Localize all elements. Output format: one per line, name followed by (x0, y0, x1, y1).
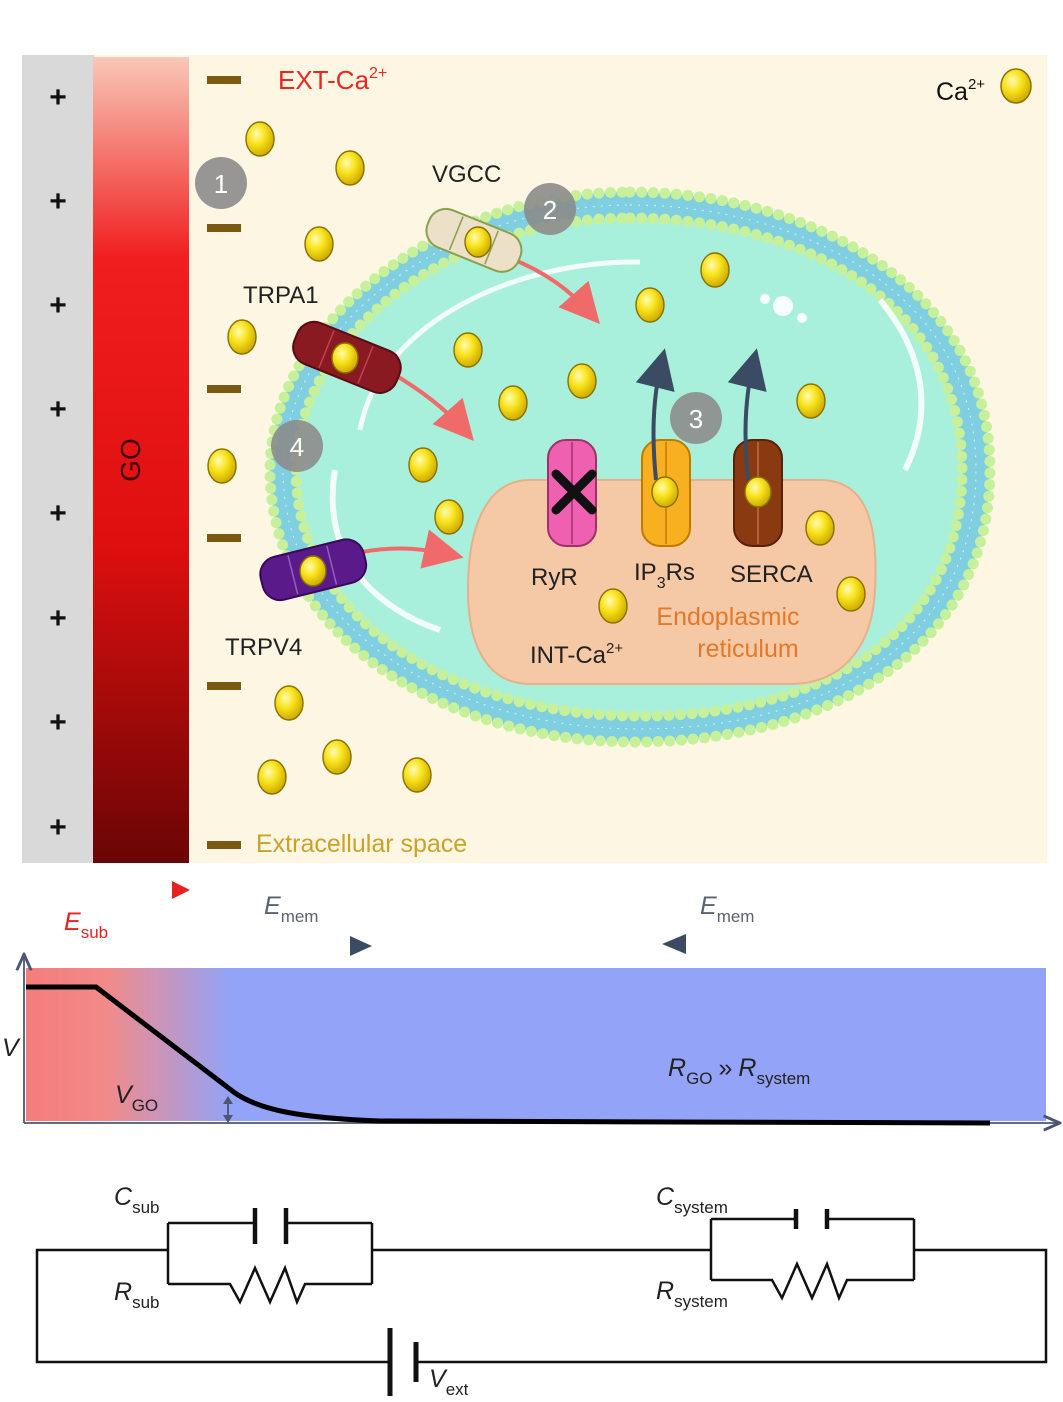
circuit-wire-left (35, 1248, 390, 1364)
ca-ion (331, 342, 359, 374)
ca-ion (274, 685, 304, 721)
y-axis-label: V (2, 1034, 21, 1062)
vgcc-label: VGCC (432, 161, 501, 188)
r-sub-label: Rsub (114, 1278, 159, 1312)
serca-release-arrow (727, 348, 767, 481)
step-3-circle (670, 392, 722, 444)
ca-ion (796, 383, 826, 419)
plus-sign: + (49, 185, 67, 218)
ca-ion (408, 447, 438, 483)
go-label: GO (115, 438, 146, 482)
legend-ca-label: Ca2+ (936, 76, 985, 106)
minus-sign (207, 534, 241, 542)
ip3r-release-arrow (635, 348, 675, 481)
ca-ion (635, 287, 665, 323)
ca-ion (598, 588, 628, 624)
ca-ion (805, 510, 835, 546)
system-resistor (711, 1260, 914, 1302)
plus-sign: + (49, 811, 67, 844)
ca-ions (207, 121, 866, 795)
minus-sign (207, 682, 241, 690)
equivalent-circuit (35, 1217, 1048, 1364)
potential-curve (26, 984, 991, 1126)
step-4-label: 4 (290, 432, 304, 462)
vgcc-influx-arrow (509, 256, 600, 325)
minus-sign (207, 841, 241, 849)
ca-ion (402, 757, 432, 793)
circuit-wire-right (416, 1248, 1048, 1364)
plus-sign: + (49, 602, 67, 635)
minus-sign (207, 76, 241, 84)
ca-ion (567, 363, 597, 399)
ca-ion (304, 226, 334, 262)
plus-sign: + (49, 497, 67, 530)
ryr-label: RyR (531, 564, 578, 591)
ca-ion (207, 448, 237, 484)
legend-ca-ion-icon (1000, 68, 1032, 104)
step-markers: 1 2 3 4 (195, 157, 722, 472)
plus-sign: + (49, 81, 67, 114)
e-mem-label-left: Emem (264, 892, 318, 926)
minus-sign (207, 224, 241, 232)
ca-ion (322, 739, 352, 775)
ca-ion (836, 576, 866, 612)
v-ext-label: Vext (429, 1365, 469, 1399)
er-label: reticulum (697, 635, 798, 663)
ca-ion (257, 759, 287, 795)
substrate-electrode (22, 55, 94, 863)
ca-ion (498, 385, 528, 421)
sub-resistor (168, 1264, 372, 1306)
ca-ion (464, 226, 492, 258)
serca-label: SERCA (730, 561, 813, 588)
battery-symbol (387, 1328, 419, 1396)
trpa1-influx-arrow (390, 371, 474, 442)
e-sub-label: Esub (64, 908, 108, 942)
sub-block-rails (166, 1223, 374, 1284)
trpv4-influx-arrow (361, 529, 464, 569)
step-2-label: 2 (543, 195, 557, 225)
resistance-relation-label: RGO»Rsystem (668, 1054, 810, 1088)
plus-sign: + (49, 289, 67, 322)
ca-ion (299, 555, 327, 587)
c-system-label: Csystem (656, 1183, 728, 1217)
ca-ion (227, 319, 257, 355)
step-2-circle (524, 183, 576, 235)
ca-ion (434, 499, 464, 535)
step-1-circle (195, 157, 247, 209)
ca-ion (335, 150, 365, 186)
potential-plot-area (26, 968, 1046, 1121)
ca-ion (744, 476, 772, 508)
ca-ion (453, 332, 483, 368)
er-label: Endoplasmic (656, 603, 799, 631)
r-system-label: Rsystem (656, 1277, 728, 1311)
system-block-rails (709, 1219, 916, 1280)
minus-sign (207, 385, 241, 393)
trpv4-label: TRPV4 (225, 634, 302, 661)
v-go-label: VGO (115, 1081, 158, 1115)
int-ca-label: INT-Ca2+ (530, 640, 623, 669)
ryr-blocked-icon (551, 469, 597, 515)
step-4-circle (271, 420, 323, 472)
ca-ion (245, 121, 275, 157)
extracellular-space-label: Extracellular space (256, 830, 467, 858)
ext-ca-label: EXT-Ca2+ (278, 65, 387, 95)
plus-sign: + (49, 393, 67, 426)
plus-sign: + (49, 706, 67, 739)
step-3-label: 3 (689, 404, 703, 434)
e-mem-label-right: Emem (700, 892, 754, 926)
c-sub-label: Csub (114, 1183, 159, 1217)
step-1-label: 1 (214, 169, 228, 199)
trpa1-label: TRPA1 (243, 282, 319, 309)
go-layer (93, 57, 189, 863)
ca-ion (700, 252, 730, 288)
capacitor-plates (252, 1208, 830, 1244)
ca-ion (651, 476, 679, 508)
ip3rs-label: IP3Rs (634, 559, 695, 592)
